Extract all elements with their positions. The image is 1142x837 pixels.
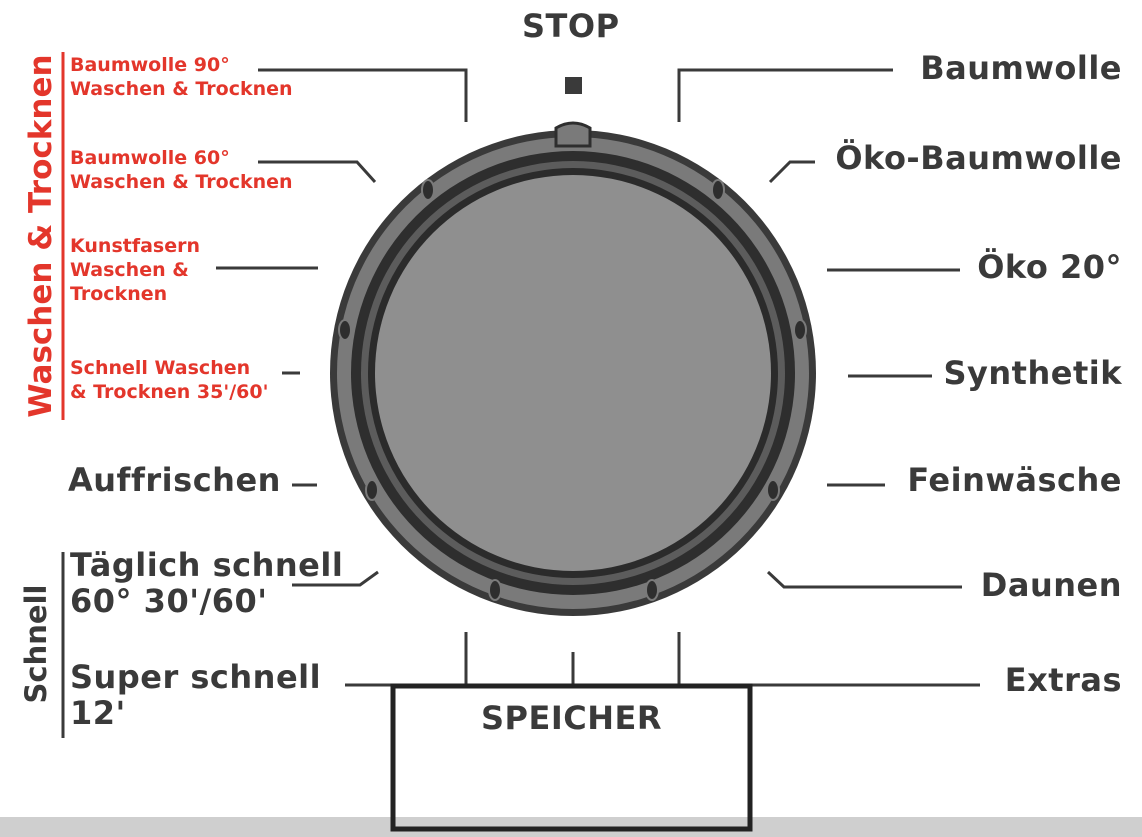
program-label-line: & Trocknen 35'/60' [70, 380, 269, 403]
program-label-line: Täglich schnell [70, 546, 344, 584]
program-auffrischen[interactable]: Auffrischen [68, 461, 281, 499]
program-label-line: 12' [70, 693, 126, 732]
program-label-line: Schnell Waschen [70, 357, 251, 379]
program-label-line: Kunstfasern [70, 235, 201, 257]
program-baumwolle[interactable]: Baumwolle [920, 49, 1122, 87]
program-daunen[interactable]: Daunen [980, 566, 1122, 604]
program-baumwolle-60-wt[interactable]: Baumwolle 60° Waschen & Trocknen [70, 147, 293, 195]
program-feinwaesche[interactable]: Feinwäsche [907, 461, 1122, 499]
program-schnell-wt[interactable]: Schnell Waschen & Trocknen 35'/60' [70, 357, 268, 405]
program-synthetik[interactable]: Synthetik [943, 354, 1122, 392]
program-taeglich-schnell[interactable]: Täglich schnell 60° 30'/60' [70, 546, 344, 620]
program-super-schnell[interactable]: Super schnell 12' [70, 658, 322, 732]
program-baumwolle-90-wt[interactable]: Baumwolle 90° Waschen & Trocknen [70, 54, 293, 102]
waschen-trocknen-heading: Waschen & Trocknen [23, 54, 59, 418]
program-label-line: Waschen & Trocknen [70, 77, 293, 100]
program-label-line: Super schnell [70, 658, 322, 696]
stop-label: STOP [522, 7, 620, 45]
program-label-line: Waschen & [70, 258, 189, 281]
schnell-heading: Schnell [19, 584, 53, 704]
program-kunstfasern-wt[interactable]: Kunstfasern Waschen & Trocknen [70, 235, 200, 306]
program-oeko-baumwolle[interactable]: Öko-Baumwolle [835, 139, 1122, 177]
program-knob[interactable] [330, 121, 816, 616]
program-extras[interactable]: Extras [1004, 661, 1122, 699]
program-label-line: Baumwolle 60° [70, 147, 230, 169]
speicher-label: SPEICHER [480, 699, 663, 737]
program-oeko-20[interactable]: Öko 20° [977, 248, 1122, 286]
program-label-line: Waschen & Trocknen [70, 170, 293, 193]
leader-lines [216, 68, 980, 687]
program-label-line: Baumwolle 90° [70, 54, 230, 76]
speicher-box[interactable] [390, 683, 753, 832]
stop-marker [565, 77, 582, 94]
program-label-line: Trocknen [70, 282, 168, 305]
program-label-line: 60° 30'/60' [70, 581, 268, 620]
